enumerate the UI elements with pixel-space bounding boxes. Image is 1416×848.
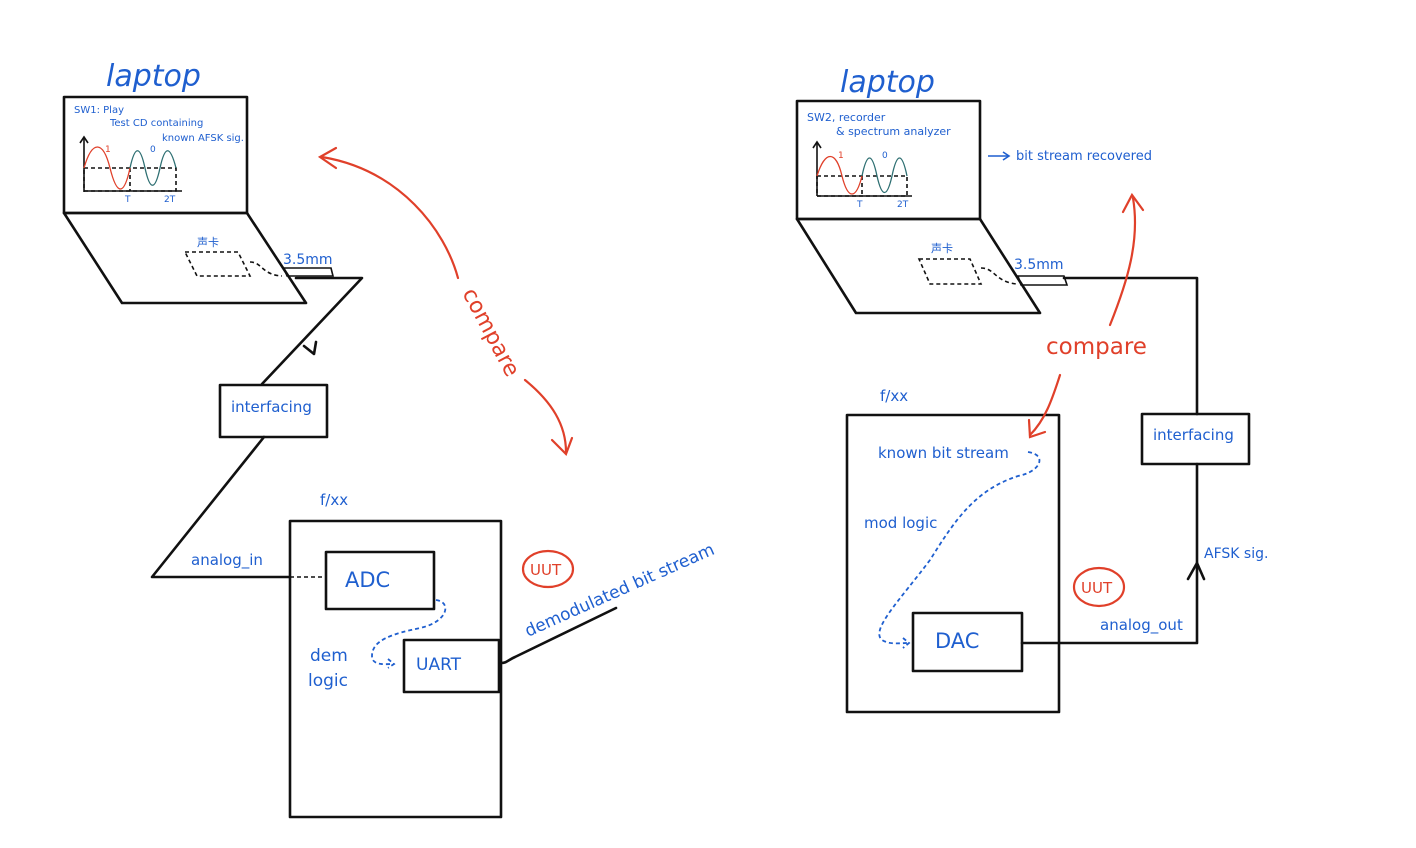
left-adc-box [324,550,436,611]
right-cable-upper [1062,276,1199,416]
right-recovered-arrowhead [1002,151,1011,161]
left-uut-ring [521,549,575,589]
left-dem-label-2: logic [308,671,348,691]
left-screen-line1: SW1: Play [74,105,124,116]
right-dac-label: DAC [935,629,979,653]
left-laptop-title: laptop [106,59,201,94]
right-screen-line1: SW2, recorder [807,111,886,124]
left-soundcard-label: 声卡 [197,235,219,249]
left-jack-label: 3.5mm [283,252,333,268]
right-wave-label-low: 1 [838,151,844,161]
left-soundcard-box [183,251,252,277]
right-recovered-label: bit stream recovered [1016,149,1152,164]
right-laptop-base [795,217,1042,315]
left-jack [282,267,335,277]
right-cable-arrow [1186,561,1206,581]
left-cable-arrow [302,340,318,356]
left-compare-label: compare [457,284,524,381]
right-known-label: known bit stream [878,444,1009,462]
left-wave-label-high: 0 [150,145,156,155]
right-wave-label-high: 0 [882,151,888,161]
left-compare-arrowhead-top [317,146,338,170]
right-mod-label: mod logic [864,514,937,532]
left-soundcard-lead [249,261,283,277]
right-tick-2t: 2T [897,200,909,210]
right-compare-label: compare [1046,334,1147,360]
right-tick-t: T [856,200,863,210]
left-compare-arc-top [320,155,460,280]
right-board [845,413,1061,714]
right-uut-label: UUT [1081,579,1113,597]
left-board [288,519,503,819]
left-tick-2t: 2T [164,195,176,205]
right-plot-y-arrow [812,140,822,149]
right-soundcard-label: 声卡 [931,241,953,255]
right-compare-arc-up [1108,196,1137,327]
right-interfacing-box [1140,412,1251,466]
left-analog-label: analog_in [191,551,263,570]
right-diagram: laptop SW2, recorder & spectrum analyzer… [795,65,1268,714]
right-dac-box [911,611,1024,673]
left-tick-t: T [124,195,131,205]
left-diagram: laptop SW1: Play Test CD containing know… [62,59,718,819]
right-waveform-plot: 1 0 T 2T [812,140,912,210]
left-waveform-plot: 1 0 T 2T [79,135,182,205]
left-cable-upper [260,276,364,386]
left-compare-arc-bottom [523,378,568,454]
right-mod-arrow [902,637,911,649]
left-screen-line2: Test CD containing [109,118,203,129]
left-board-label: f/xx [320,491,348,509]
left-wave-label-low: 1 [105,145,111,155]
right-soundcard-lead [980,267,1018,285]
left-compare-arrowhead-bottom [550,436,574,456]
right-analog-label: analog_out [1100,616,1183,635]
right-jack-label: 3.5mm [1014,257,1064,273]
left-uut-label: UUT [530,561,562,579]
right-wave-low [816,156,863,195]
left-cable-lower [150,435,292,579]
right-compare-arrowhead-down [1027,418,1047,439]
left-wave-low [83,146,131,190]
left-plot-y-arrow [79,135,89,144]
right-interfacing-label: interfacing [1153,426,1234,444]
right-screen-line2: & spectrum analyzer [836,125,951,138]
left-interfacing-box [218,383,329,439]
left-wave-high [129,150,177,186]
left-dem-label-1: dem [310,646,348,666]
left-interfacing-label: interfacing [231,398,312,416]
left-dem-path [371,599,447,666]
left-laptop-base [62,211,308,305]
right-compare-arc-down [1028,373,1062,437]
left-uart-box [402,638,501,694]
right-board-label: f/xx [880,387,908,405]
left-output-line [499,606,618,665]
right-jack [1016,275,1069,286]
right-uut-ring [1072,566,1126,608]
left-adc-label: ADC [345,568,390,592]
left-screen-line3: known AFSK sig. [162,133,244,144]
right-compare-arrowhead-up [1121,192,1145,214]
left-output-label: demodulated bit stream [522,540,718,642]
left-uart-label: UART [416,655,462,675]
right-afsk-label: AFSK sig. [1204,546,1268,562]
right-wave-high [861,157,908,194]
left-dem-arrow [387,658,396,669]
right-laptop-title: laptop [840,65,935,100]
right-mod-path [878,451,1041,645]
right-cable-lower [1020,462,1199,645]
right-soundcard-box [917,258,983,285]
